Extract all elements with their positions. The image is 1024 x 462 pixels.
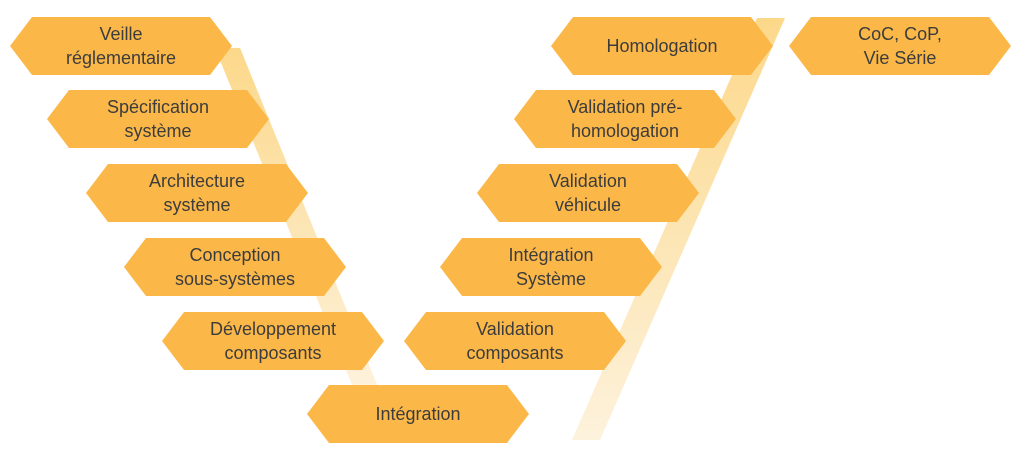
- step-architecture-systeme: Architecture système: [86, 164, 308, 222]
- step-label: Validation composants: [466, 319, 564, 363]
- step-label: Développement composants: [209, 319, 337, 363]
- step-label: Validation pré- homologation: [567, 97, 683, 141]
- step-veille-reglementaire: Veille réglementaire: [10, 17, 232, 75]
- step-conception-sous-systemes: Conception sous-systèmes: [124, 238, 346, 296]
- right-ascending-band: [572, 18, 785, 440]
- step-label: Conception sous-systèmes: [174, 245, 296, 289]
- step-validation-pre-homologation: Validation pré- homologation: [514, 90, 736, 148]
- step-coc-cop-vie-serie: CoC, CoP, Vie Série: [789, 17, 1011, 75]
- step-validation-vehicule: Validation véhicule: [477, 164, 699, 222]
- step-label: CoC, CoP, Vie Série: [858, 24, 942, 68]
- step-homologation: Homologation: [551, 17, 773, 75]
- step-integration: Intégration: [307, 385, 529, 443]
- step-label: Intégration Système: [508, 245, 594, 289]
- step-label: Intégration: [375, 404, 461, 424]
- step-validation-composants: Validation composants: [404, 312, 626, 370]
- step-label: Homologation: [606, 36, 718, 56]
- step-developpement-composants: Développement composants: [162, 312, 384, 370]
- step-label: Veille réglementaire: [65, 24, 177, 68]
- step-specification-systeme: Spécification système: [47, 90, 269, 148]
- step-label: Validation véhicule: [549, 171, 627, 215]
- step-label: Spécification système: [106, 97, 210, 141]
- step-integration-systeme: Intégration Système: [440, 238, 662, 296]
- step-label: Architecture système: [148, 171, 246, 215]
